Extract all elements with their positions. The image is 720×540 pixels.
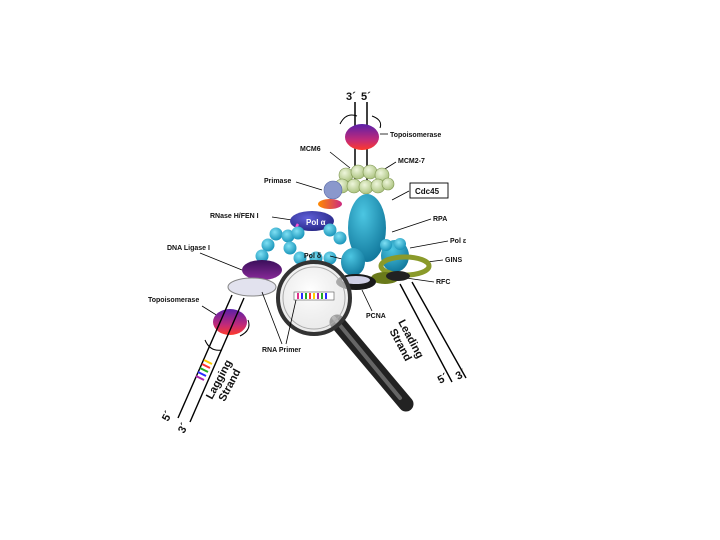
dna-ligase-shape <box>242 260 282 280</box>
lagging-strand-label: Lagging Strand <box>204 358 245 407</box>
primase-subunit <box>318 199 342 209</box>
mcm-complex <box>335 165 394 194</box>
rpa-bead-chain <box>256 224 347 265</box>
mcm6-label: MCM6 <box>300 146 321 153</box>
mcm27-label: MCM2-7 <box>398 158 425 165</box>
primase-label: Primase <box>264 178 291 185</box>
rfc-label: RFC <box>436 279 450 286</box>
primase-shape <box>324 181 342 199</box>
cdc45-label: Cdc45 <box>415 187 440 196</box>
pol-delta-shape <box>341 248 365 276</box>
pol-alpha-label: Pol α <box>306 218 326 227</box>
rpa-label: RPA <box>433 216 447 223</box>
strand-end-3prime-top: 3´ <box>346 91 356 103</box>
strand-end-3prime-left: 3´ <box>176 421 191 436</box>
pcna-label: PCNA <box>366 313 386 320</box>
strand-end-5prime-left: 5´ <box>160 409 175 424</box>
gins-label: GINS <box>445 257 462 264</box>
topoisomerase-top-label: Topoisomerase <box>390 132 441 139</box>
pcna-ring-lagging <box>228 278 276 296</box>
pol-epsilon-label: Pol ε <box>450 238 467 245</box>
dna-ligase-label: DNA Ligase I <box>167 245 210 252</box>
leading-strand-label: Leading Strand <box>385 318 426 367</box>
topoisomerase-bottom-label: Topoisomerase <box>148 297 199 304</box>
strand-end-5prime-top: 5´ <box>361 91 371 103</box>
pol-delta-label: Pol δ <box>304 253 321 260</box>
topoisomerase-top-shape <box>345 124 379 150</box>
rna-primer-label: RNA Primer <box>262 347 301 354</box>
rnase-label: RNase H/FEN I <box>210 213 259 220</box>
strand-end-3prime-right: 3´ <box>454 367 469 382</box>
